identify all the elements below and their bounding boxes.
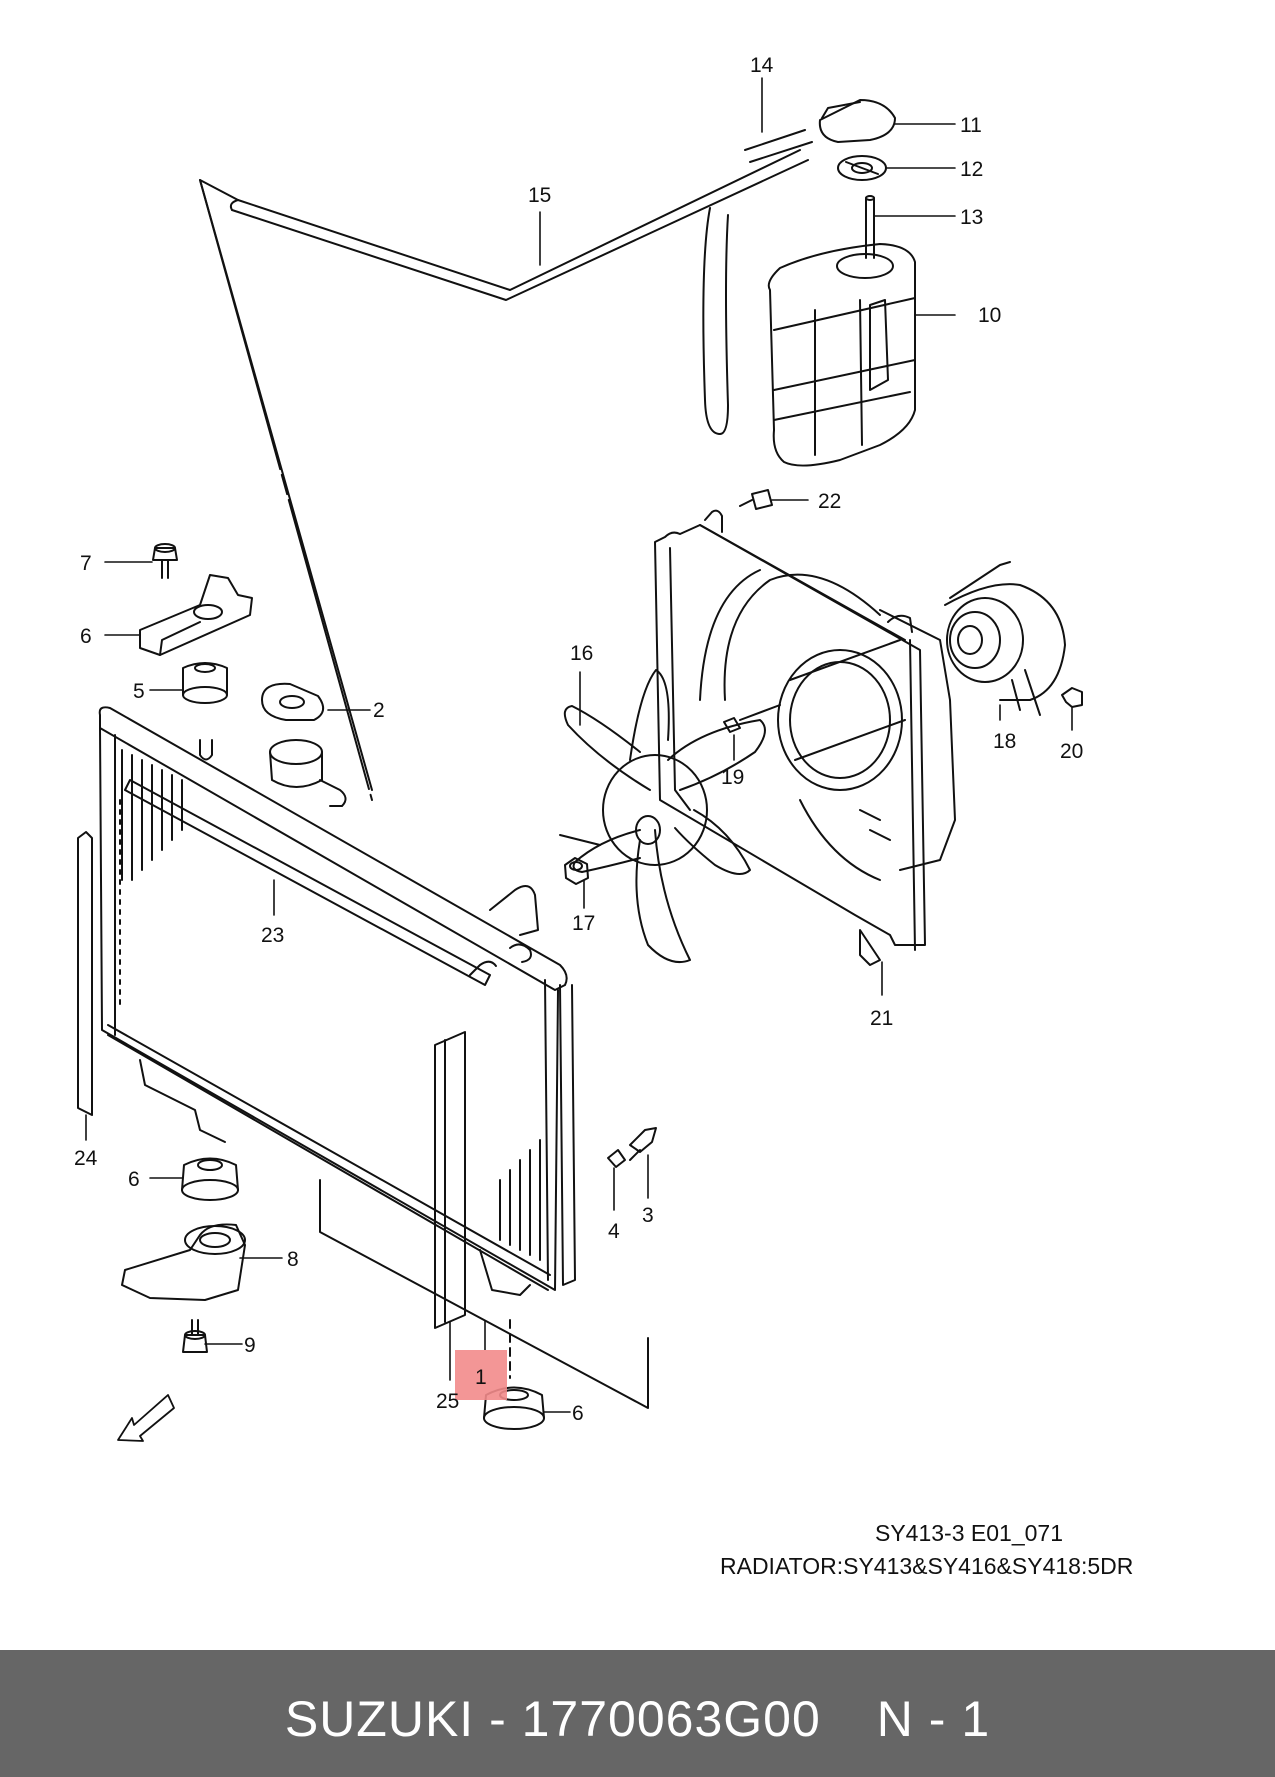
callout: 9 — [244, 1334, 256, 1357]
reservoir-cap — [818, 99, 896, 143]
callout: 2 — [373, 699, 385, 722]
callout: 7 — [80, 552, 92, 575]
cushion-6-left — [181, 1157, 239, 1201]
footer-bar: SUZUKI - 1770063G00 N - 1 — [0, 1650, 1275, 1777]
fan-motor — [944, 561, 1066, 716]
callout: 15 — [528, 184, 551, 207]
page-indicator: N - 1 — [876, 1691, 991, 1747]
nut-4 — [607, 1149, 626, 1168]
callout: 5 — [133, 680, 145, 703]
bolt-23 — [739, 489, 773, 510]
callout: 17 — [572, 912, 595, 935]
callout: 22 — [818, 490, 841, 513]
leader-lines — [85, 77, 1073, 1413]
bolt-8 — [152, 543, 178, 579]
seal-25 — [77, 831, 93, 1116]
cushion-5 — [182, 662, 228, 704]
radiator-core — [98, 706, 576, 1296]
seal-26 — [434, 1031, 466, 1329]
callout: 1 — [475, 1366, 487, 1389]
callout: 18 — [993, 730, 1016, 753]
callout: 13 — [960, 206, 983, 229]
callout: 3 — [642, 1204, 654, 1227]
callout: 16 — [570, 642, 593, 665]
callout: 6 — [572, 1402, 584, 1425]
diagram-code: SY413-3 E01_071 — [875, 1520, 1063, 1546]
bolt-10 — [182, 1319, 208, 1353]
upper-bracket — [139, 574, 253, 656]
fwd-arrow — [117, 1394, 175, 1442]
callout: 10 — [978, 304, 1001, 327]
callout-labels: 14 11 12 13 10 15 22 7 6 5 2 16 18 19 20… — [74, 54, 1083, 1425]
callout: 14 — [750, 54, 774, 77]
callout: 11 — [960, 114, 982, 137]
parts-diagram: 14 11 12 13 10 15 22 7 6 5 2 16 18 19 20… — [74, 54, 1083, 1442]
callout: 20 — [1060, 740, 1083, 763]
callout: 4 — [608, 1220, 620, 1243]
brand-part-number: SUZUKI - 1770063G00 — [284, 1691, 821, 1747]
reservoir-gasket — [837, 155, 887, 181]
callout: 23 — [261, 924, 284, 947]
reservoir-pipe — [865, 195, 875, 259]
screw-20 — [723, 704, 781, 733]
footer-text: SUZUKI - 1770063G00 N - 1 — [0, 1690, 1275, 1748]
callout: 19 — [721, 766, 744, 789]
callout: 6 — [80, 625, 92, 648]
fan-blade — [559, 669, 766, 964]
callout: 21 — [870, 1007, 893, 1030]
callout: 24 — [74, 1147, 98, 1170]
cap-gasket — [261, 682, 325, 721]
callout: 6 — [128, 1168, 140, 1191]
clip-3 — [629, 1127, 657, 1161]
nut-18 — [564, 857, 589, 885]
diagram-title: RADIATOR:SY413&SY416&SY418:5DR — [720, 1553, 1134, 1579]
lower-bracket — [121, 1223, 246, 1301]
callout: 12 — [960, 158, 983, 181]
reservoir-tank — [767, 243, 916, 467]
part-1-highlight — [455, 1350, 507, 1400]
clip-21 — [1061, 687, 1083, 708]
fan-shroud — [654, 509, 956, 966]
callout: 25 — [436, 1390, 459, 1413]
callout: 8 — [287, 1248, 299, 1271]
overflow-hose — [229, 129, 813, 435]
